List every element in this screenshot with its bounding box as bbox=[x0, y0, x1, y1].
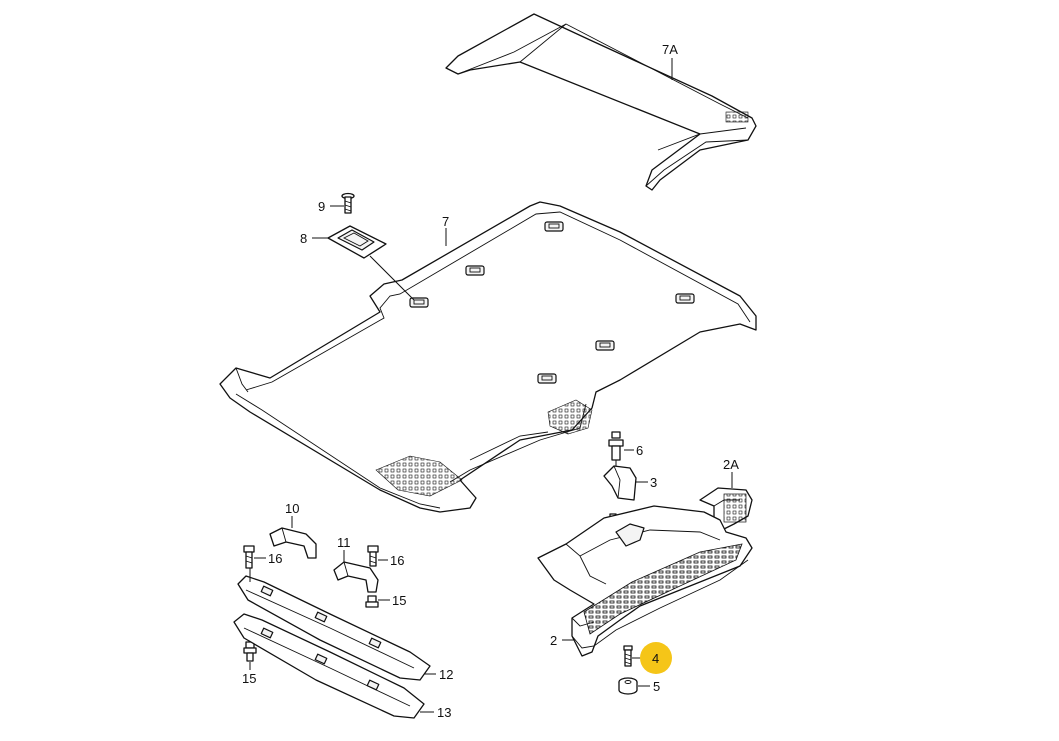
floor-texture-pad-right bbox=[547, 399, 593, 435]
part-2a-corner-bracket[interactable] bbox=[699, 487, 753, 531]
tie-down-eye bbox=[409, 297, 429, 308]
part-2-storage-tray[interactable] bbox=[537, 505, 753, 657]
part-7a-vent-slots bbox=[725, 111, 749, 123]
part-15-nut-lower[interactable] bbox=[243, 641, 257, 662]
tray-grid-floor bbox=[583, 543, 743, 635]
callout-12[interactable]: 12 bbox=[439, 667, 453, 682]
callout-2a[interactable]: 2A bbox=[723, 457, 739, 472]
part-5-nut[interactable] bbox=[618, 677, 638, 695]
callout-9[interactable]: 9 bbox=[318, 199, 325, 214]
part-7a-rear-trim[interactable] bbox=[445, 13, 757, 191]
highlight-marker bbox=[640, 642, 672, 674]
callout-5[interactable]: 5 bbox=[653, 679, 660, 694]
tie-down-eye bbox=[675, 293, 695, 304]
tie-down-eye bbox=[465, 265, 485, 276]
callout-10[interactable]: 10 bbox=[285, 501, 299, 516]
callout-2[interactable]: 2 bbox=[550, 633, 557, 648]
callout-15-lower[interactable]: 15 bbox=[242, 671, 256, 686]
callout-7[interactable]: 7 bbox=[442, 214, 449, 229]
callout-15-upper[interactable]: 15 bbox=[392, 593, 406, 608]
callout-13[interactable]: 13 bbox=[437, 705, 451, 720]
callout-11[interactable]: 11 bbox=[337, 535, 351, 550]
leader-lines bbox=[249, 58, 733, 713]
part-13-rail[interactable] bbox=[233, 613, 425, 719]
callout-7a[interactable]: 7A bbox=[662, 42, 678, 57]
part-15-nut-upper[interactable] bbox=[365, 595, 379, 608]
part-8-cover-plate[interactable] bbox=[327, 225, 387, 259]
part-7-floor-panel[interactable] bbox=[219, 201, 757, 513]
callout-labels: 7A 7 8 9 6 3 2A 2 4 5 10 11 16 16 15 15 … bbox=[242, 42, 739, 720]
part-6-bolt[interactable] bbox=[608, 431, 624, 461]
tie-down-eye bbox=[595, 340, 615, 351]
floor-texture-pad-left bbox=[375, 455, 463, 497]
tie-down-eye bbox=[537, 373, 557, 384]
part-16-bolt-right[interactable] bbox=[367, 545, 379, 567]
tie-down-eye bbox=[544, 221, 564, 232]
callout-3[interactable]: 3 bbox=[650, 475, 657, 490]
callout-6[interactable]: 6 bbox=[636, 443, 643, 458]
part-16-bolt-left[interactable] bbox=[243, 545, 255, 569]
part-4-bolt[interactable] bbox=[623, 645, 633, 667]
callout-16-right[interactable]: 16 bbox=[390, 553, 404, 568]
part-11-clip-bracket[interactable] bbox=[333, 561, 379, 593]
callout-16-left[interactable]: 16 bbox=[268, 551, 282, 566]
part-10-clip-bracket[interactable] bbox=[269, 527, 317, 559]
callout-8[interactable]: 8 bbox=[300, 231, 307, 246]
part-12-rail[interactable] bbox=[237, 575, 431, 681]
callout-4[interactable]: 4 bbox=[652, 651, 659, 666]
part-9-screw[interactable] bbox=[341, 192, 355, 214]
